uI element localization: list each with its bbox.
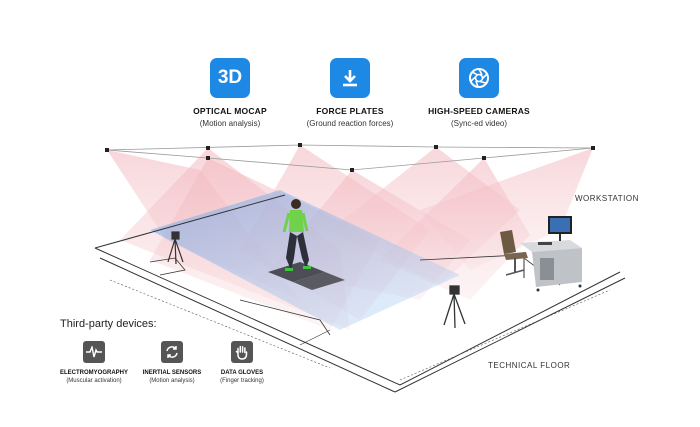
3d-badge-text: 3D (217, 67, 243, 88)
feature-force-plates: FORCE PLATES (Ground reaction forces) (300, 58, 400, 128)
feature-optical-mocap: 3D OPTICAL MOCAP (Motion analysis) (185, 58, 275, 128)
device-subtitle: (Motion analysis) (149, 378, 195, 384)
pulse-icon (83, 341, 105, 363)
camera-shutter-icon (459, 58, 499, 98)
download-arrow-icon (330, 58, 370, 98)
sync-icon (161, 341, 183, 363)
feature-title: HIGH-SPEED CAMERAS (428, 106, 530, 116)
technical-floor-outline (94, 194, 626, 393)
feature-title: FORCE PLATES (316, 106, 384, 116)
device-data-gloves: DATA GLOVES (Finger tracking) (210, 341, 274, 384)
camera-truss (106, 144, 594, 171)
device-title: INERTIAL SENSORS (142, 370, 202, 376)
hand-icon (231, 341, 253, 363)
third-party-title: Third-party devices: (60, 318, 157, 330)
dimension-lines (109, 279, 611, 381)
device-subtitle: (Muscular activation) (66, 378, 122, 384)
workstation-desk (520, 216, 582, 292)
workstation-label: WORKSTATION (575, 194, 639, 203)
device-electromyography: ELECTROMYOGRAPHY (Muscular activation) (56, 341, 132, 384)
camera-markers (105, 143, 595, 172)
tripod-camera-left (167, 231, 184, 265)
device-title: ELECTROMYOGRAPHY (59, 370, 128, 376)
walking-person-figure (282, 199, 311, 271)
3d-badge-icon: 3D (210, 58, 250, 98)
feature-high-speed-cameras: HIGH-SPEED CAMERAS (Sync-ed video) (420, 58, 538, 128)
tripod-camera-front (443, 285, 466, 329)
device-title: DATA GLOVES (220, 370, 264, 376)
device-inertial-sensors: INERTIAL SENSORS (Motion analysis) (136, 341, 208, 384)
feature-subtitle: (Motion analysis) (199, 119, 261, 128)
feature-subtitle: (Sync-ed video) (450, 119, 508, 128)
device-subtitle: (Finger tracking) (220, 378, 264, 384)
feature-title: OPTICAL MOCAP (193, 106, 267, 116)
technical-floor-label: TECHNICAL FLOOR (488, 361, 571, 370)
feature-subtitle: (Ground reaction forces) (306, 119, 394, 128)
office-chair (500, 230, 528, 276)
